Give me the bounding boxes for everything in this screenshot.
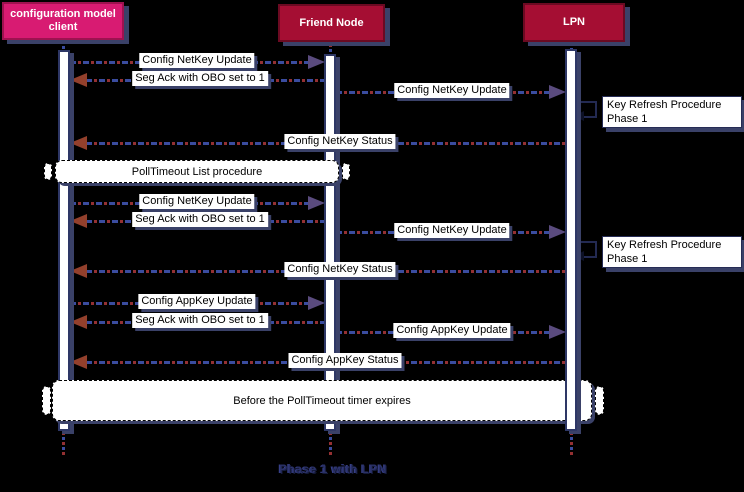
message-label: Config NetKey Update [139, 53, 255, 68]
arrowhead-right-icon [549, 85, 566, 99]
activation-bar-lpn [565, 49, 577, 431]
fragment-polltimeout-list: PollTimeout List procedure [55, 160, 339, 183]
actor-label: LPN [563, 16, 585, 28]
arrowhead-left-icon [70, 315, 87, 329]
diagram-caption: Phase 1 with LPN [278, 462, 388, 476]
arrowhead-left-icon [70, 136, 87, 150]
message-label: Config AppKey Update [138, 294, 256, 309]
fragment-edge-left [44, 163, 52, 180]
message-label: Config AppKey Status [288, 353, 402, 368]
message-label: Config NetKey Update [394, 83, 510, 98]
activation-bar-friend [324, 54, 336, 431]
lifeline-dash-lpn-top [570, 43, 573, 50]
self-message-loop [577, 241, 597, 258]
actor-friend-node: Friend Node [278, 4, 385, 42]
fragment-before-polltimeout: Before the PollTimeout timer expires [52, 380, 592, 421]
note-key-refresh-2: Key Refresh Procedure Phase 1 [602, 236, 742, 268]
lifeline-dash-friend-bottom [329, 432, 332, 456]
message-label: Config NetKey Status [284, 262, 396, 277]
message-label: Config NetKey Status [284, 134, 396, 149]
lifeline-dash-client-top [62, 41, 65, 51]
self-message-loop [577, 101, 597, 118]
arrowhead-right-icon [308, 296, 325, 310]
message-label: Config AppKey Update [393, 323, 511, 338]
note-key-refresh-1: Key Refresh Procedure Phase 1 [602, 96, 742, 128]
fragment-edge-right [342, 163, 350, 180]
message-label: Seg Ack with OBO set to 1 [132, 313, 268, 328]
actor-configuration-model-client: configuration model client [2, 2, 124, 40]
lifeline-dash-client-bottom [62, 432, 65, 456]
arrowhead-left-icon [574, 251, 584, 261]
fragment-label: Before the PollTimeout timer expires [233, 394, 411, 407]
fragment-edge-right [595, 386, 604, 415]
arrowhead-left-icon [574, 111, 584, 121]
arrowhead-right-icon [308, 55, 325, 69]
message-label: Seg Ack with OBO set to 1 [132, 71, 268, 86]
arrowhead-right-icon [549, 225, 566, 239]
lifeline-dash-friend-top [329, 44, 332, 55]
actor-label: Friend Node [299, 16, 364, 29]
message-label: Seg Ack with OBO set to 1 [132, 212, 268, 227]
actor-lpn: LPN [523, 3, 625, 42]
arrowhead-right-icon [549, 325, 566, 339]
arrowhead-left-icon [70, 264, 87, 278]
fragment-label: PollTimeout List procedure [131, 165, 263, 178]
message-label: Config NetKey Update [139, 194, 255, 209]
message-label: Config NetKey Update [394, 223, 510, 238]
lifeline-dash-lpn-bottom [570, 432, 573, 456]
arrowhead-left-icon [70, 214, 87, 228]
arrowhead-left-icon [70, 73, 87, 87]
actor-label: configuration model client [10, 8, 116, 33]
arrowhead-right-icon [308, 196, 325, 210]
fragment-edge-left [42, 386, 51, 415]
arrowhead-left-icon [70, 355, 87, 369]
activation-bar-client [58, 50, 70, 431]
